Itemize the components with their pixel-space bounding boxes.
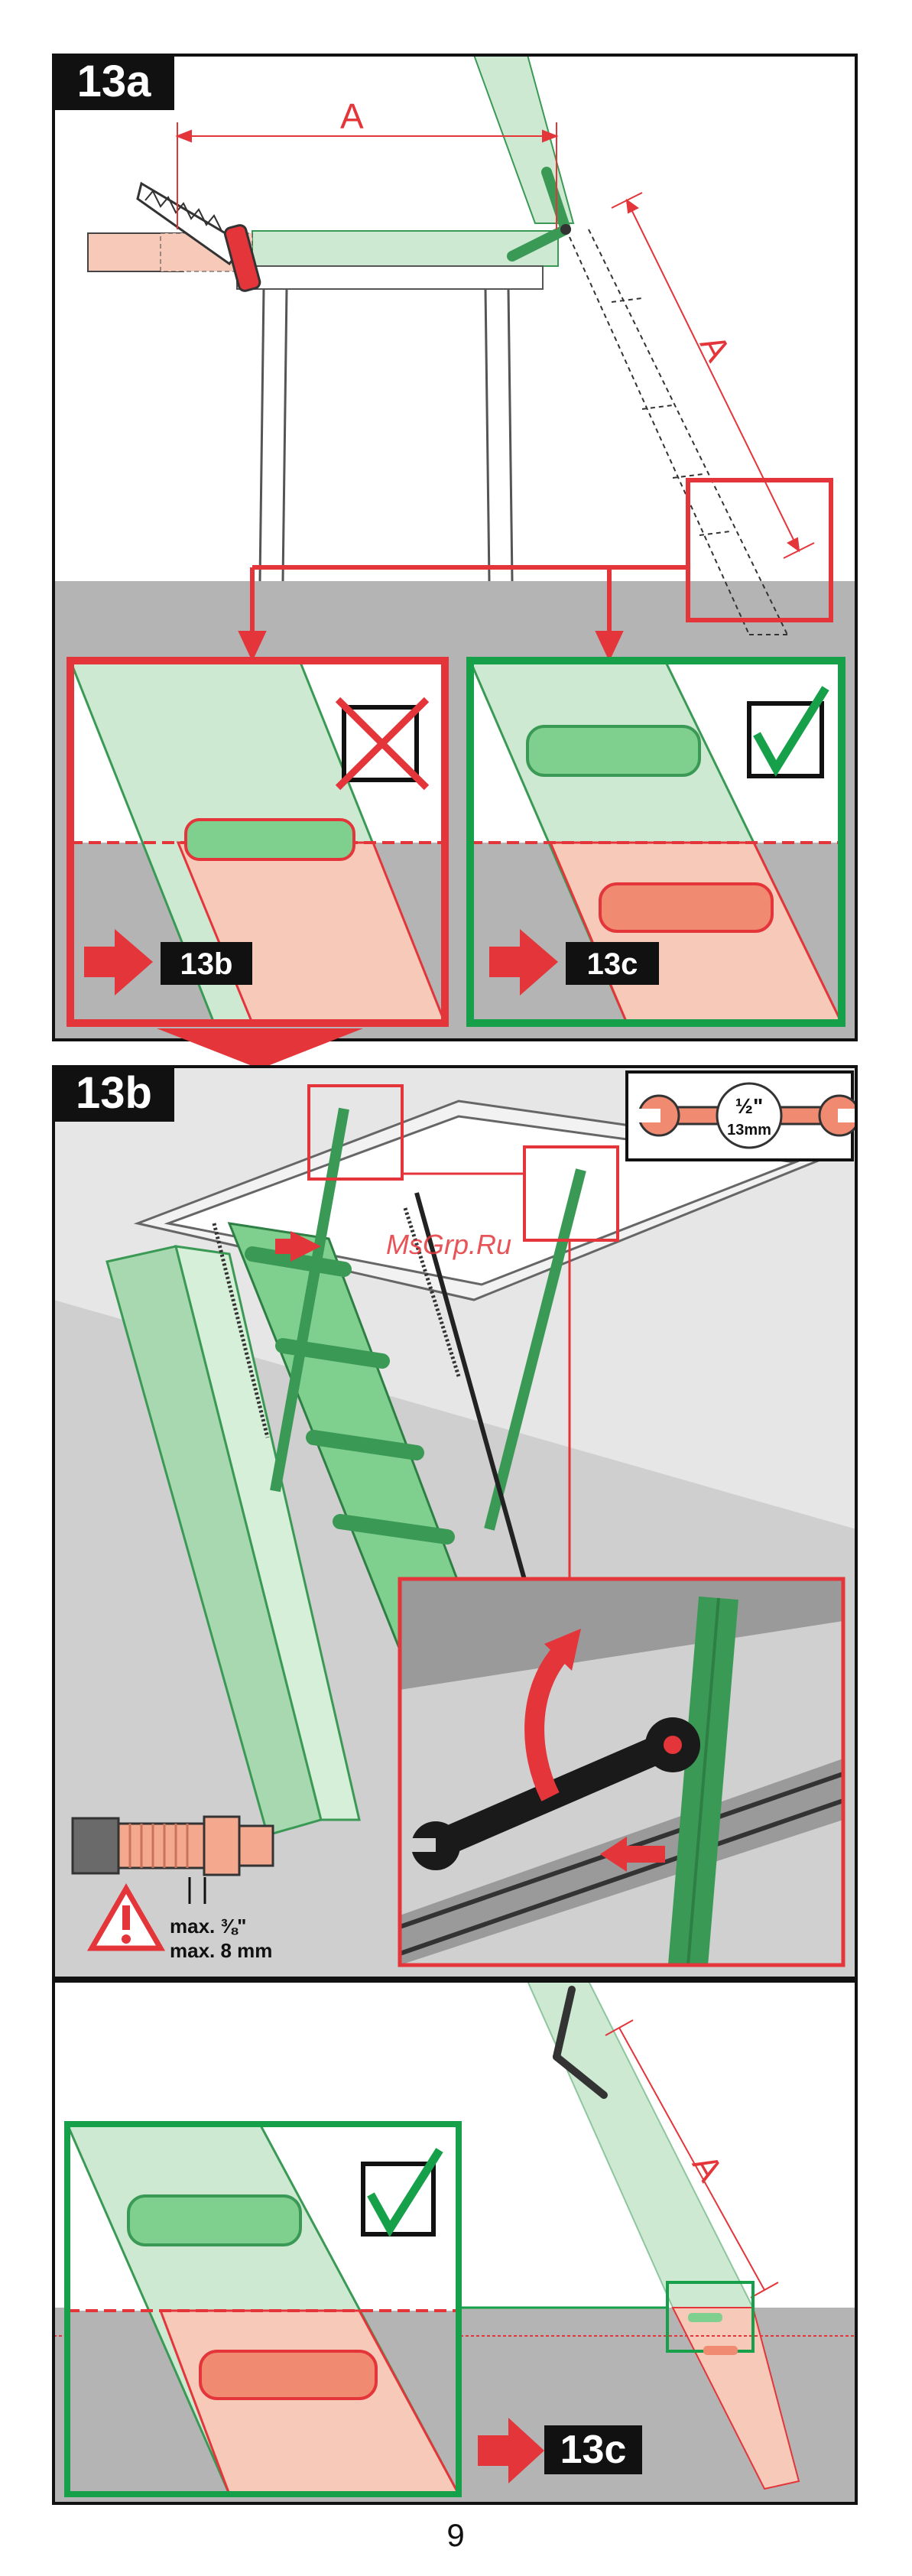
panel-13b: MsGrp.Ru ½" 13mm <box>54 1067 864 1978</box>
table-top <box>237 266 543 289</box>
panel-13c: A <box>54 1981 856 2503</box>
watermark: MsGrp.Ru <box>386 1229 511 1260</box>
inset-tighten-bolt <box>400 1579 843 1965</box>
svg-text:13b: 13b <box>180 947 233 981</box>
panel-13a: A A <box>54 55 856 1040</box>
panel-13b-label: 13b <box>76 1068 152 1118</box>
detail-correct: 13c <box>470 661 842 1023</box>
wrench-size-box: ½" 13mm <box>627 1072 864 1160</box>
cross-mark-icon <box>338 700 427 788</box>
wrench-size-mm: 13mm <box>727 1122 771 1139</box>
svg-text:13c: 13c <box>560 2428 627 2472</box>
bolt-max-inch: max. ⅜" <box>170 1915 247 1938</box>
transition-arrow <box>157 1028 363 1069</box>
check-mark-icon <box>363 2150 440 2234</box>
check-mark-icon <box>749 688 826 776</box>
page-number: 9 <box>446 2517 464 2553</box>
bolt-max-mm: max. 8 mm <box>170 1939 272 1962</box>
wrench-size-inch: ½" <box>735 1094 764 1118</box>
dimension-a-label: A <box>340 96 364 136</box>
detail-wrong: 13b <box>70 661 445 1023</box>
bolt-icon <box>73 1817 273 1875</box>
panel-13a-label: 13a <box>77 57 152 106</box>
svg-text:13c: 13c <box>587 947 638 981</box>
detail-correct-bottom <box>67 2124 459 2494</box>
